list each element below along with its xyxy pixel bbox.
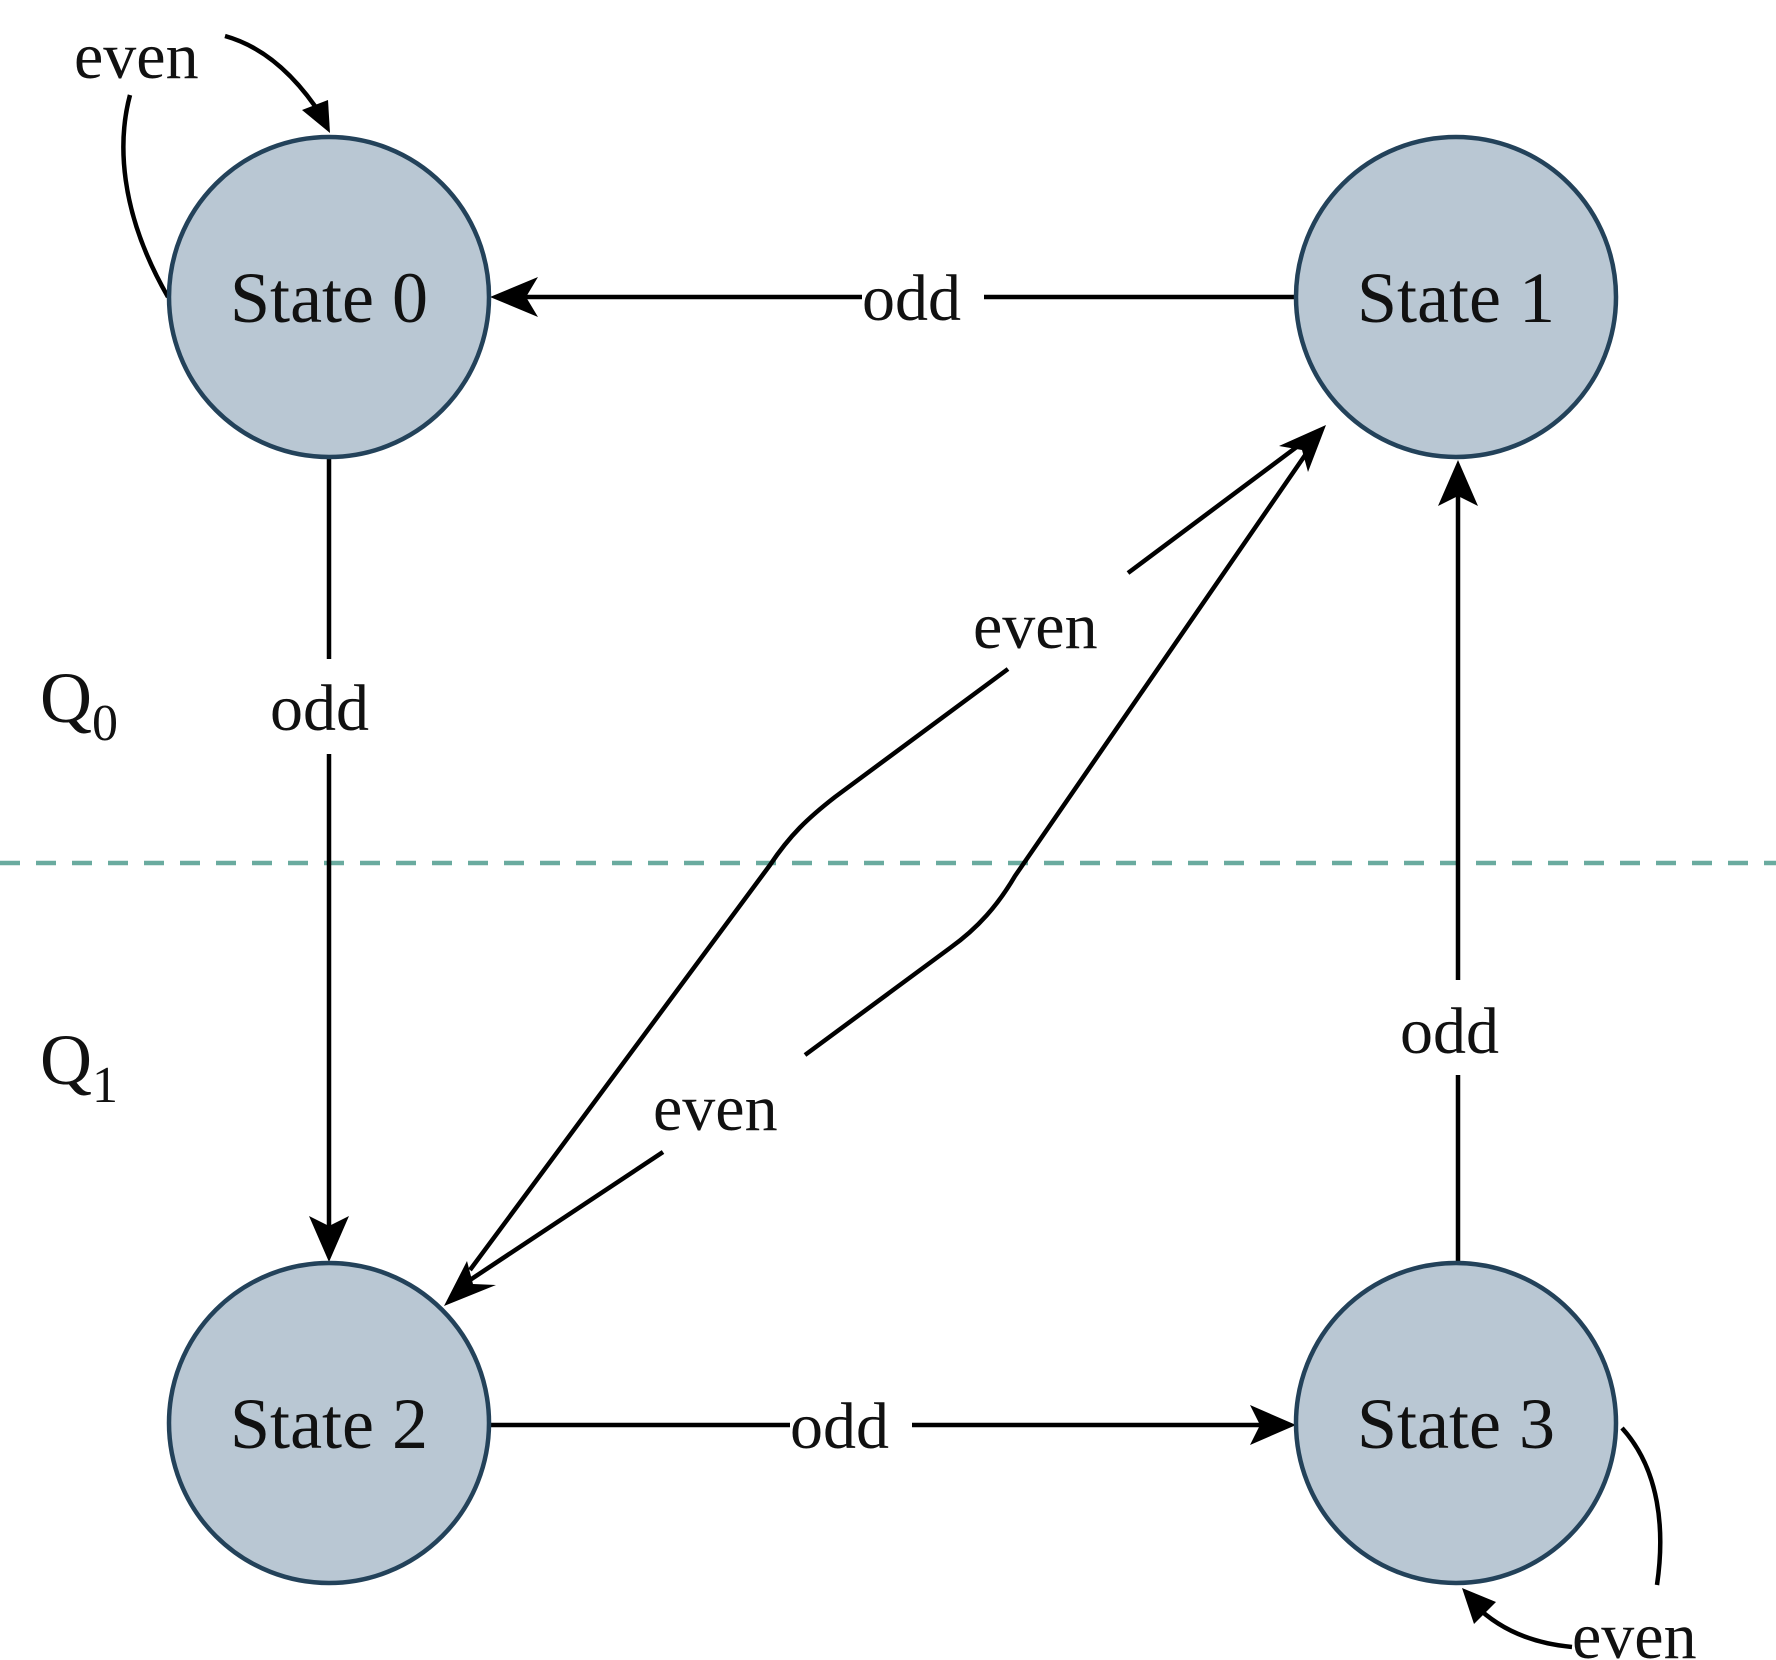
edge-label-bg-s0-s2	[268, 659, 390, 754]
arrowhead-s0-self-loop	[302, 100, 330, 133]
state-circle-2	[166, 1260, 492, 1586]
edge-s0-self-loop	[121, 94, 170, 299]
edge-s1-to-s2-bottom	[468, 1150, 665, 1282]
edge-label-s2-to-s3: odd	[790, 1390, 889, 1463]
state-circle-1	[1293, 134, 1619, 460]
arrowhead-s1-to-s0	[490, 277, 538, 317]
edge-s0-self-loop-in	[224, 33, 325, 120]
edge-label-s1-to-s0: odd	[862, 262, 961, 335]
region-label-q1: Q1	[40, 1020, 118, 1114]
edge-label-s1-to-s2: even	[973, 590, 1098, 663]
arrowhead-s2-to-s1	[1279, 425, 1326, 472]
arrowhead-s1-to-s2	[444, 1261, 496, 1306]
region-label-q0: Q0	[40, 658, 118, 752]
state-circle-0	[166, 134, 492, 460]
edge-label-bg-s2-s1	[650, 1074, 810, 1144]
state-label-0: State 0	[230, 258, 428, 338]
edge-label-s0-self: even	[74, 20, 199, 93]
state-label-2: State 2	[230, 1384, 428, 1464]
edge-label-s3-to-s1: odd	[1400, 995, 1499, 1068]
state-node-3: State 3	[1293, 1260, 1619, 1586]
edge-label-s3-self: even	[1572, 1600, 1697, 1660]
state-label-3: State 3	[1357, 1384, 1555, 1464]
arrowhead-s3-to-s1	[1438, 460, 1478, 506]
arrowhead-s3-self-loop	[1462, 1588, 1496, 1624]
edge-s3-self-loop	[1620, 1426, 1663, 1586]
edge-label-s2-to-s1: even	[653, 1072, 778, 1145]
arrowhead-s0-to-s2	[309, 1216, 349, 1262]
edge-s3-self-loop-in	[1473, 1603, 1573, 1650]
state-circle-3	[1293, 1260, 1619, 1586]
edge-label-bg-s1-s0	[862, 265, 984, 331]
state-node-1: State 1	[1293, 134, 1619, 460]
state-label-1: State 1	[1357, 258, 1555, 338]
state-node-2: State 2	[166, 1260, 492, 1586]
arrowhead-s2-to-s3	[1250, 1405, 1296, 1445]
state-node-0: State 0	[166, 134, 492, 460]
edge-label-bg-s3-s1	[1398, 980, 1520, 1075]
edge-s1-to-s2	[1126, 441, 1304, 575]
edge-s2-to-s1	[803, 446, 1312, 1057]
edge-label-s0-to-s2: odd	[270, 672, 369, 745]
edge-label-bg-s2-s3	[790, 1393, 912, 1459]
edge-label-bg-s1-s2	[970, 590, 1130, 660]
edge-s1-to-s2-lower	[468, 667, 1010, 1272]
